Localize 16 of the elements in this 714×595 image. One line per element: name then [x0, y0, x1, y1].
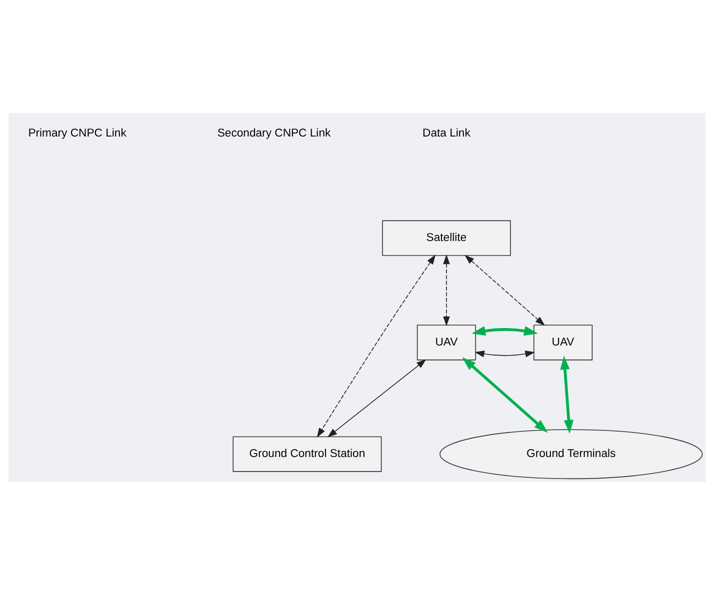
node-box: UAV [533, 324, 593, 360]
arrow [443, 254, 450, 326]
arrow [472, 326, 538, 336]
node-box: Ground Control Station [232, 436, 382, 472]
legend-label: Primary CNPC Link [28, 128, 126, 140]
node-box: Satellite [382, 220, 511, 256]
node-box: UAV [416, 324, 476, 360]
arrow [316, 254, 436, 438]
arrow [462, 357, 548, 433]
arrow [327, 359, 426, 438]
arrow [560, 356, 574, 434]
arrow [474, 350, 535, 358]
arrow [464, 254, 545, 326]
legend-label: Data Link [422, 128, 470, 140]
node-ellipse: Ground Terminals [440, 429, 703, 480]
legend-label: Secondary CNPC Link [217, 128, 331, 140]
